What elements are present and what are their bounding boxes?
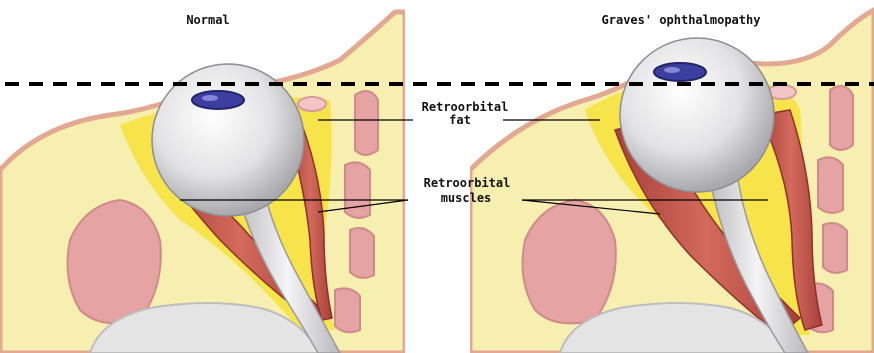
- graves-title: Graves' ophthalmopathy: [602, 13, 761, 27]
- graves-panel: [470, 10, 874, 353]
- label-retroorbital-muscles-line1: Retroorbital: [424, 176, 511, 190]
- label-retroorbital-muscles-line2: muscles: [441, 191, 492, 205]
- normal-panel: [0, 12, 405, 353]
- graves-pupil-highlight: [664, 67, 680, 73]
- graves-eyeball: [620, 38, 774, 192]
- normal-pupil-highlight: [202, 95, 218, 101]
- normal-title: Normal: [186, 13, 229, 27]
- label-retroorbital-fat-line1: Retroorbital: [422, 100, 509, 114]
- normal-iris: [192, 91, 244, 109]
- label-retroorbital-fat-line2: fat: [449, 113, 471, 127]
- normal-lacrimal-gland: [298, 97, 326, 111]
- normal-eyeball: [152, 64, 304, 216]
- graves-iris: [654, 63, 706, 81]
